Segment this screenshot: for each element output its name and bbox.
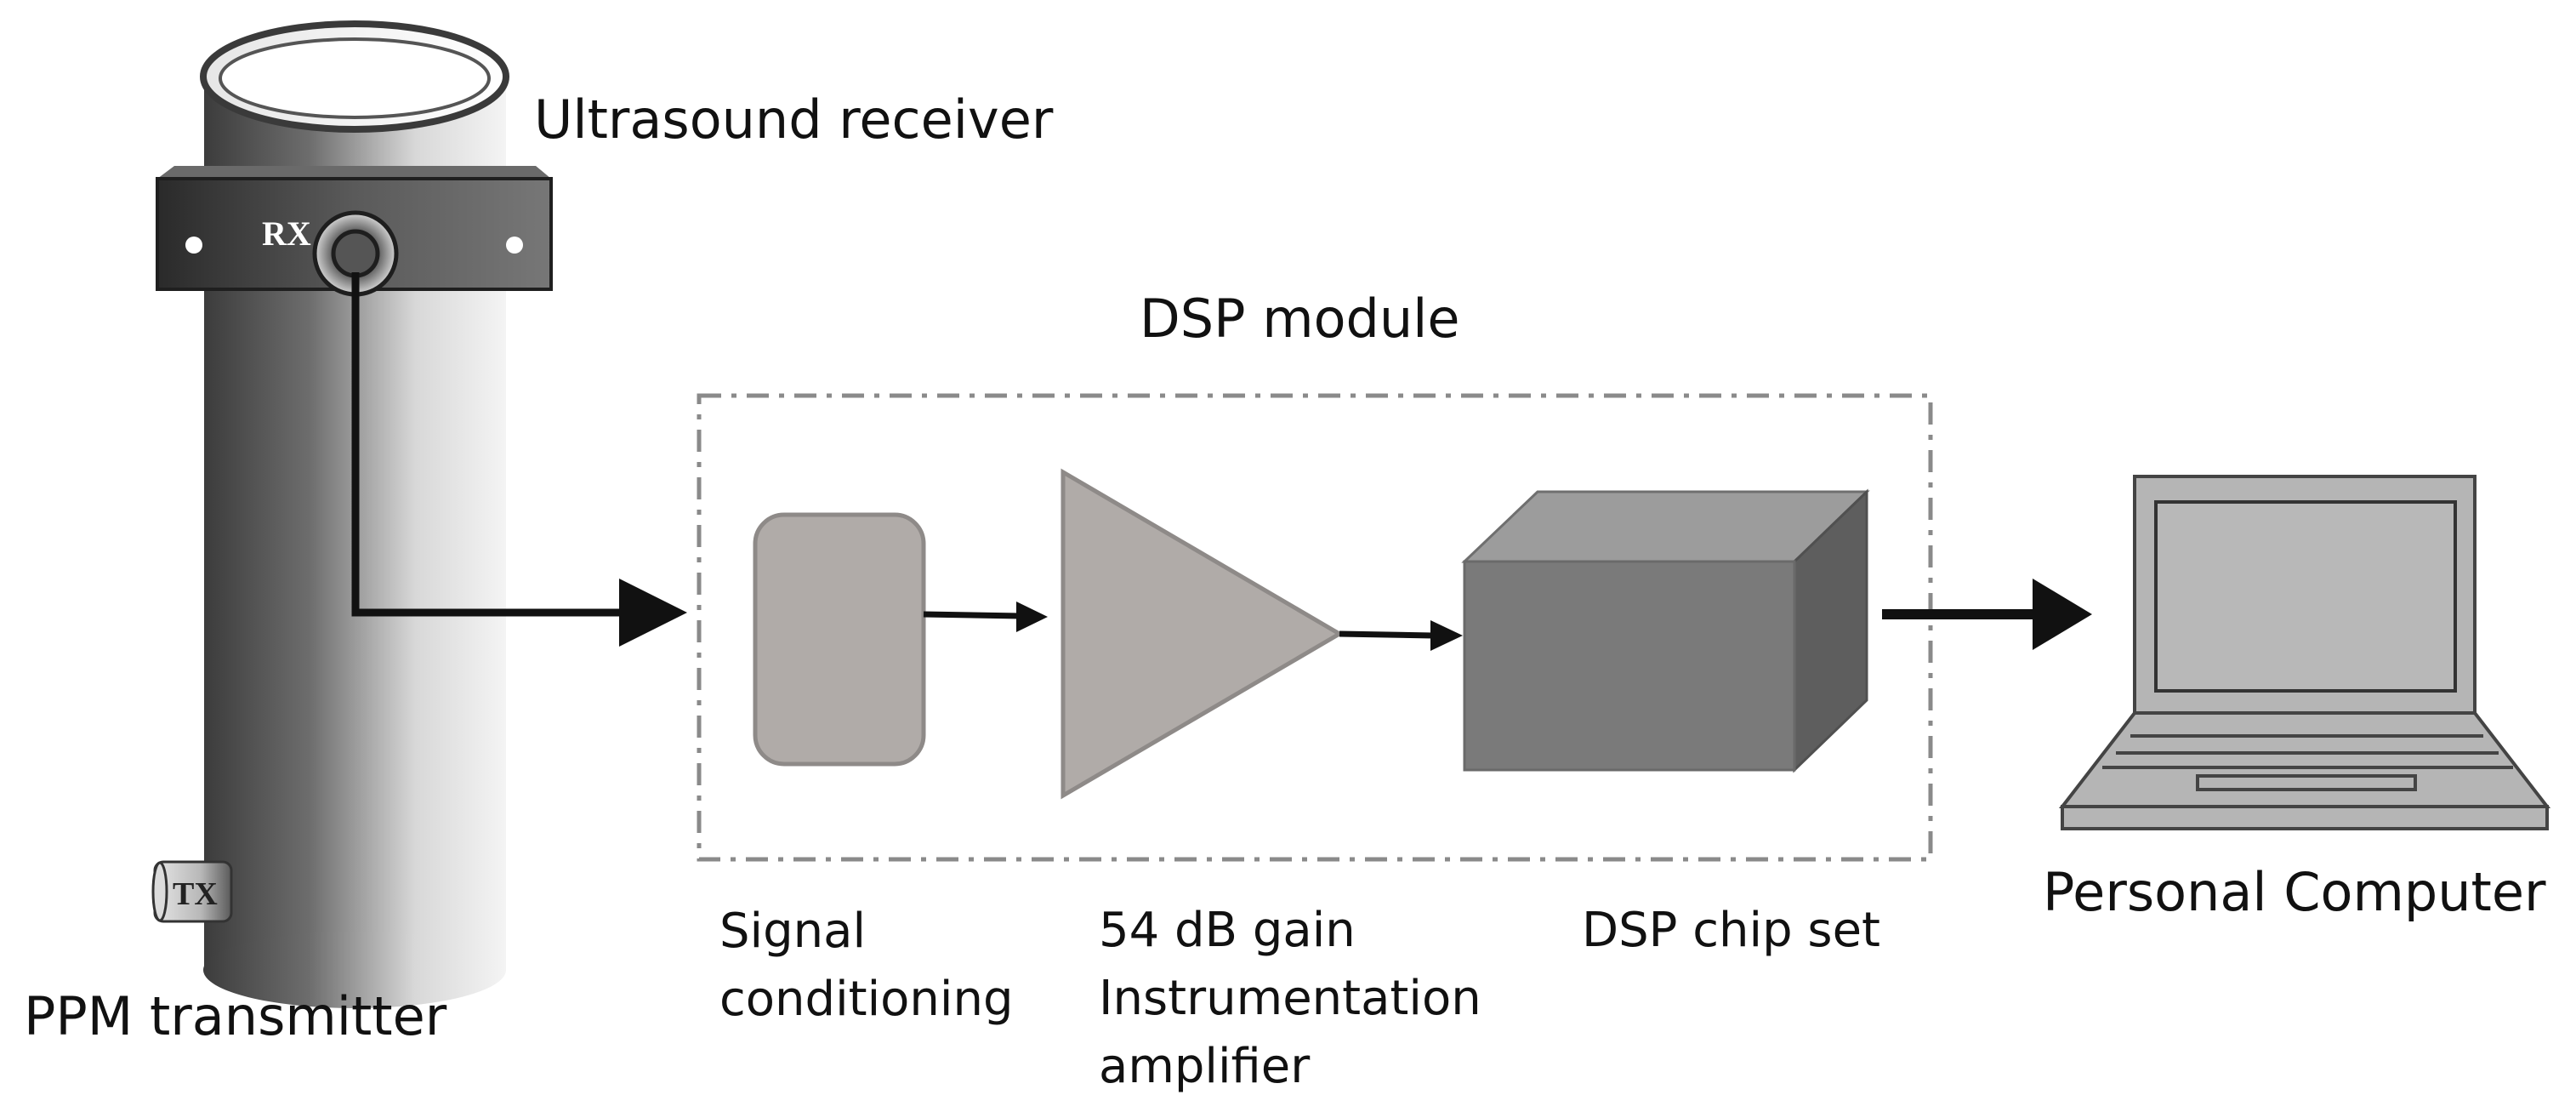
rx-sensor-inner: [331, 229, 380, 278]
laptop-screen: [2154, 500, 2457, 693]
clamp-hole-left: [185, 237, 202, 254]
amplifier-label-line1: 54 dB gain: [1099, 903, 1356, 958]
dsp-module-boundary: [697, 393, 1933, 862]
signal-conditioning-label-line1: Signal: [719, 904, 867, 959]
dsp-module-title: DSP module: [1140, 288, 1460, 350]
clamp-hole-right: [506, 237, 523, 254]
dsp-chip-cube: [1461, 488, 1870, 773]
arrow-to-dsp-chip-shaft: [1339, 630, 1434, 639]
laptop-icon: [2058, 475, 2551, 830]
signal-conditioning-label-line2: conditioning: [719, 972, 1014, 1027]
sensor-cable: [351, 272, 625, 617]
tx-label: TX: [173, 876, 218, 912]
dsp-chip-set-label: DSP chip set: [1582, 903, 1881, 958]
amplifier-label-line3: amplifier: [1099, 1039, 1311, 1094]
arrow-to-dsp-chip-head: [1430, 620, 1463, 651]
pipe-top-inner: [219, 37, 491, 119]
arrow-to-computer-head: [2033, 579, 2092, 650]
ppm-transmitter-label: PPM transmitter: [24, 985, 447, 1047]
signal-conditioning-block: [753, 512, 926, 767]
arrow-to-amplifier-shaft: [923, 611, 1021, 619]
laptop-base-edge: [2061, 805, 2549, 830]
personal-computer-label: Personal Computer: [2043, 861, 2546, 923]
tx-face: [151, 861, 168, 922]
amplifier-label-line2: Instrumentation: [1099, 971, 1481, 1026]
laptop-touchpad: [2196, 774, 2417, 791]
sensor-arrow-head: [619, 579, 687, 647]
rx-label: RX: [262, 214, 311, 253]
tx-transducer: TX: [151, 860, 233, 923]
clamp-top: [157, 166, 551, 179]
instrumentation-amplifier-symbol: [1061, 468, 1344, 800]
dsp-chip-front: [1463, 560, 1796, 772]
arrow-to-amplifier-head: [1016, 602, 1048, 632]
pipe-bottom: [203, 932, 506, 1008]
ultrasound-receiver-label: Ultrasound receiver: [534, 88, 1054, 151]
laptop-keyboard-deck: [2058, 711, 2551, 808]
